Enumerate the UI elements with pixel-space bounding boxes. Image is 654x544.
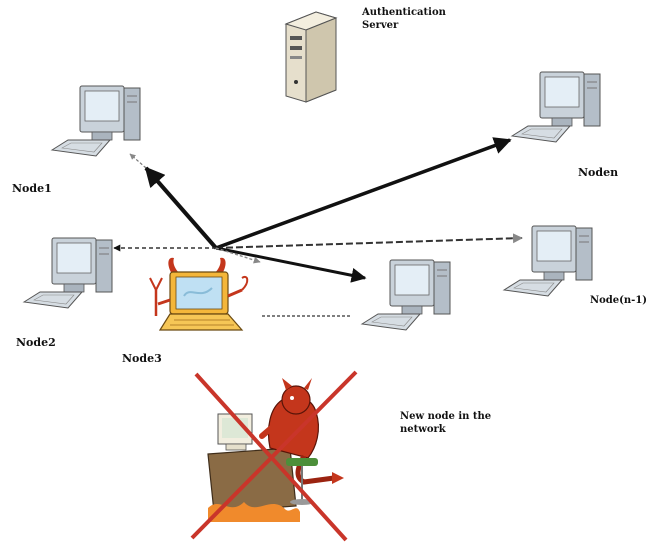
arrow-to-node-n-1 xyxy=(215,233,523,249)
arrow-to-node1 xyxy=(144,166,218,250)
arrow-to-laptop xyxy=(215,247,261,264)
node-label-node2: Node2 xyxy=(16,336,56,349)
new-node-label: New node in the network xyxy=(400,410,491,436)
connections xyxy=(113,137,523,317)
malicious-laptop-icon xyxy=(149,257,249,331)
new-node-label-line1: New node in the xyxy=(400,411,492,422)
node-label-node3: Node3 xyxy=(122,352,162,365)
server-label: Authentication Server xyxy=(362,6,446,32)
desktop-computer-icon xyxy=(51,85,141,157)
arrow-to-node4 xyxy=(215,246,367,283)
desktop-computer-icon xyxy=(23,237,113,309)
desktop-computer-icon xyxy=(361,259,451,331)
server-label-line2: Server xyxy=(362,20,399,31)
node-label-node-n-1: Node(n-1) xyxy=(590,295,648,306)
node-label-node1: Node1 xyxy=(12,182,52,195)
desktop-computer-icon xyxy=(511,71,601,143)
desktop-computer-icon xyxy=(503,225,593,297)
arrow-to-noden xyxy=(215,137,512,250)
node-label-noden: Noden xyxy=(578,166,619,179)
server-icon xyxy=(284,11,338,103)
line-to-node1-tip xyxy=(129,153,147,169)
server-label-line1: Authentication xyxy=(362,7,446,18)
cross-out-mark-icon xyxy=(190,370,358,542)
new-node-label-line2: network xyxy=(400,424,446,435)
